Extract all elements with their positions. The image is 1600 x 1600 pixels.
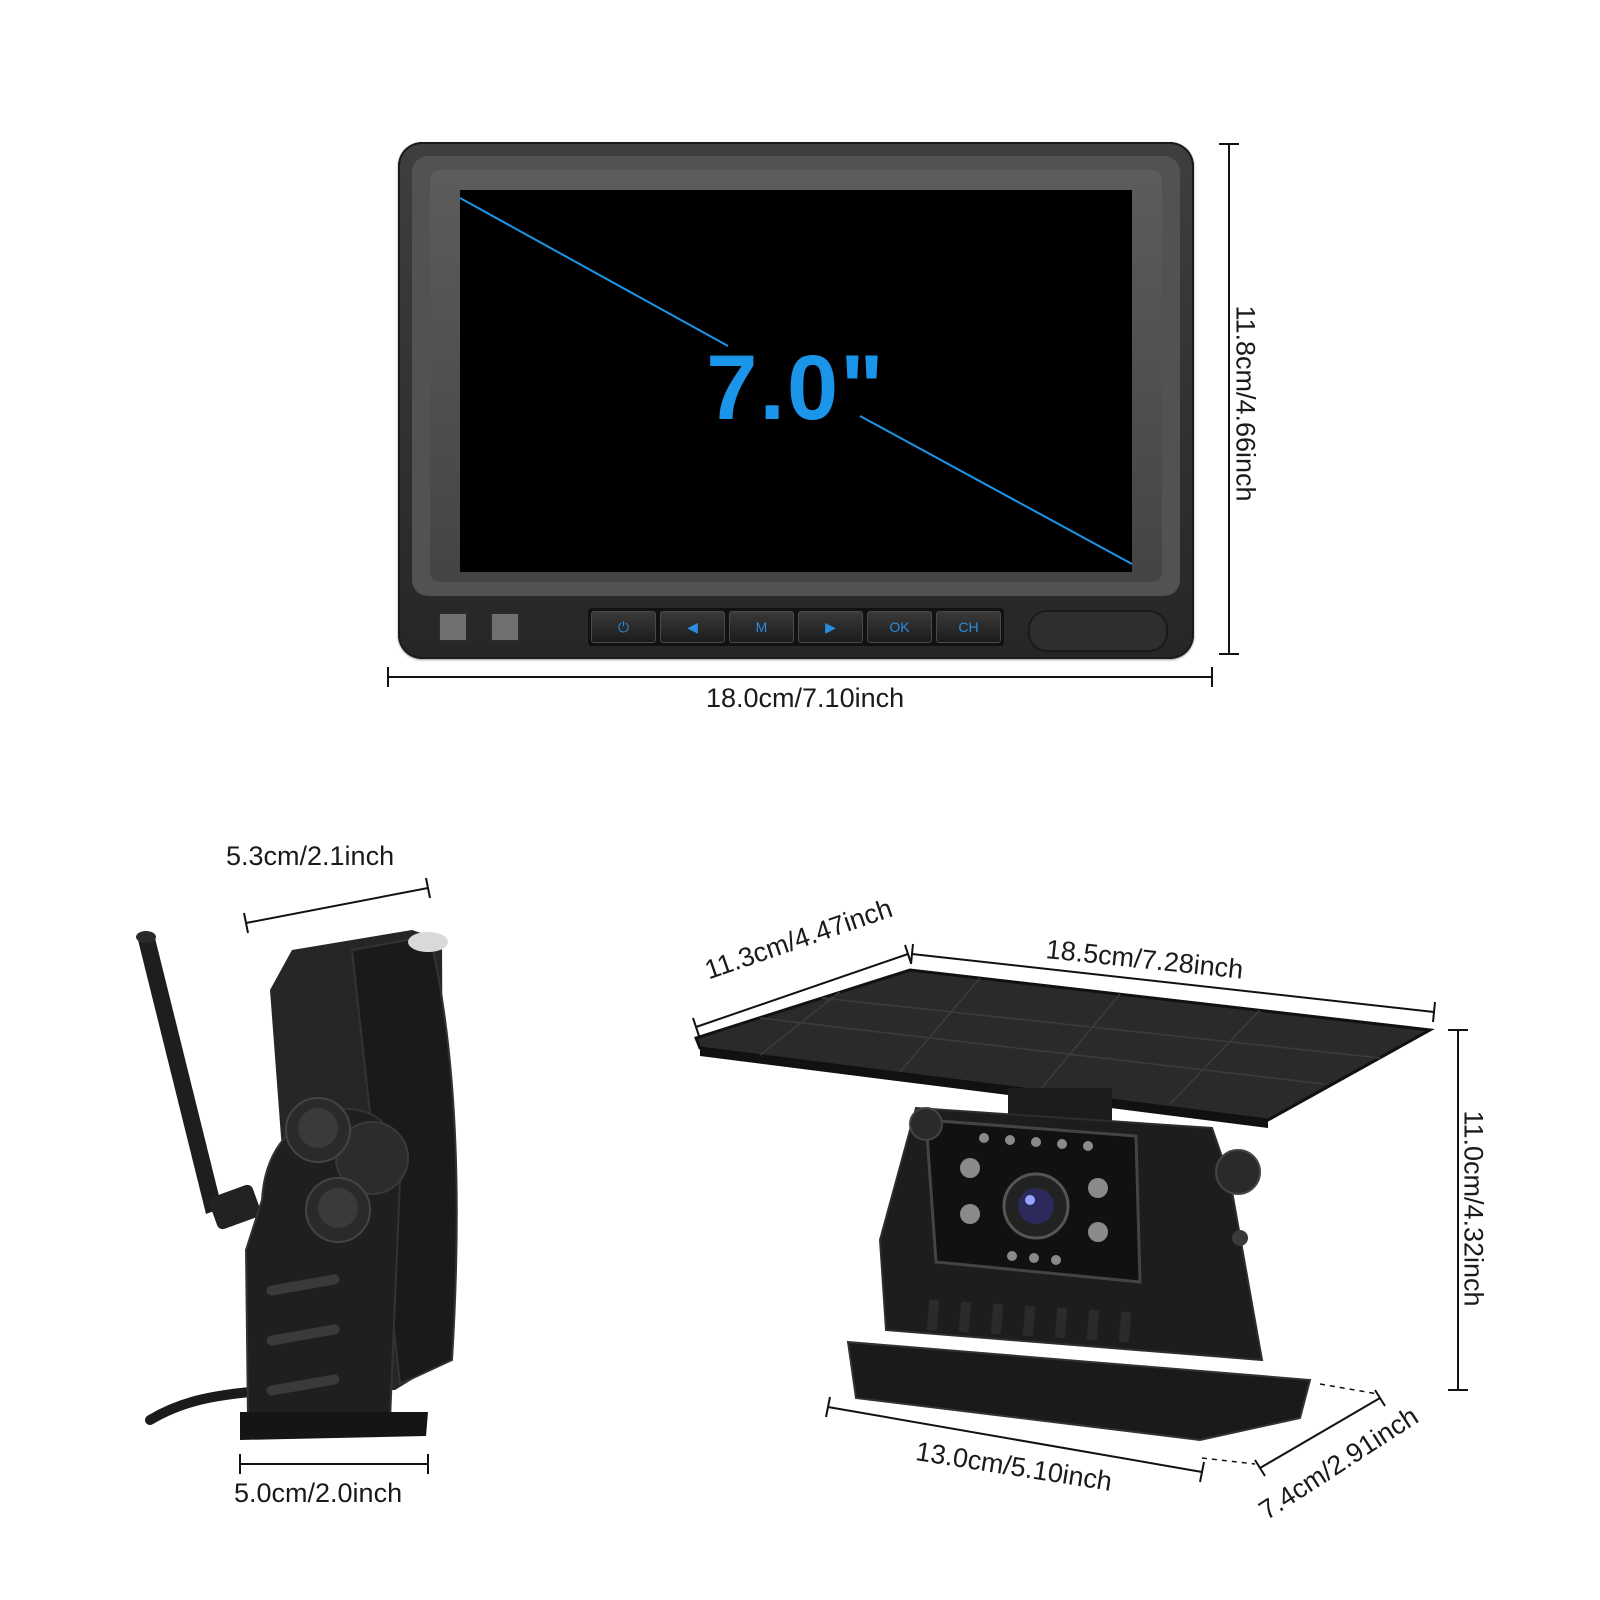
- screen-size-label: 7.0": [706, 337, 886, 439]
- right-button[interactable]: ▶: [798, 611, 863, 643]
- monitor: 7.0" ⏻ ◀ M ▶ OK CH: [398, 142, 1194, 659]
- monitor-screen: 7.0": [460, 190, 1132, 572]
- monitor-button-strip: ⏻ ◀ M ▶ OK CH: [588, 608, 1004, 646]
- monitor-width-label: 18.0cm/7.10inch: [706, 683, 905, 713]
- left-button[interactable]: ◀: [660, 611, 725, 643]
- side-camera-base-label: 5.0cm/2.0inch: [234, 1478, 403, 1508]
- speaker-grille: [1028, 610, 1168, 652]
- light-sensor-icon: [438, 612, 468, 642]
- ok-button[interactable]: OK: [867, 611, 932, 643]
- channel-button[interactable]: CH: [936, 611, 1001, 643]
- solar-camera-height-label: 11.0cm/4.32inch: [1458, 1110, 1489, 1307]
- ir-receiver-icon: [490, 612, 520, 642]
- power-button[interactable]: ⏻: [591, 611, 656, 643]
- menu-button[interactable]: M: [729, 611, 794, 643]
- screen-diagonal: [460, 197, 1132, 565]
- side-camera-depth-label: 5.3cm/2.1inch: [226, 841, 395, 871]
